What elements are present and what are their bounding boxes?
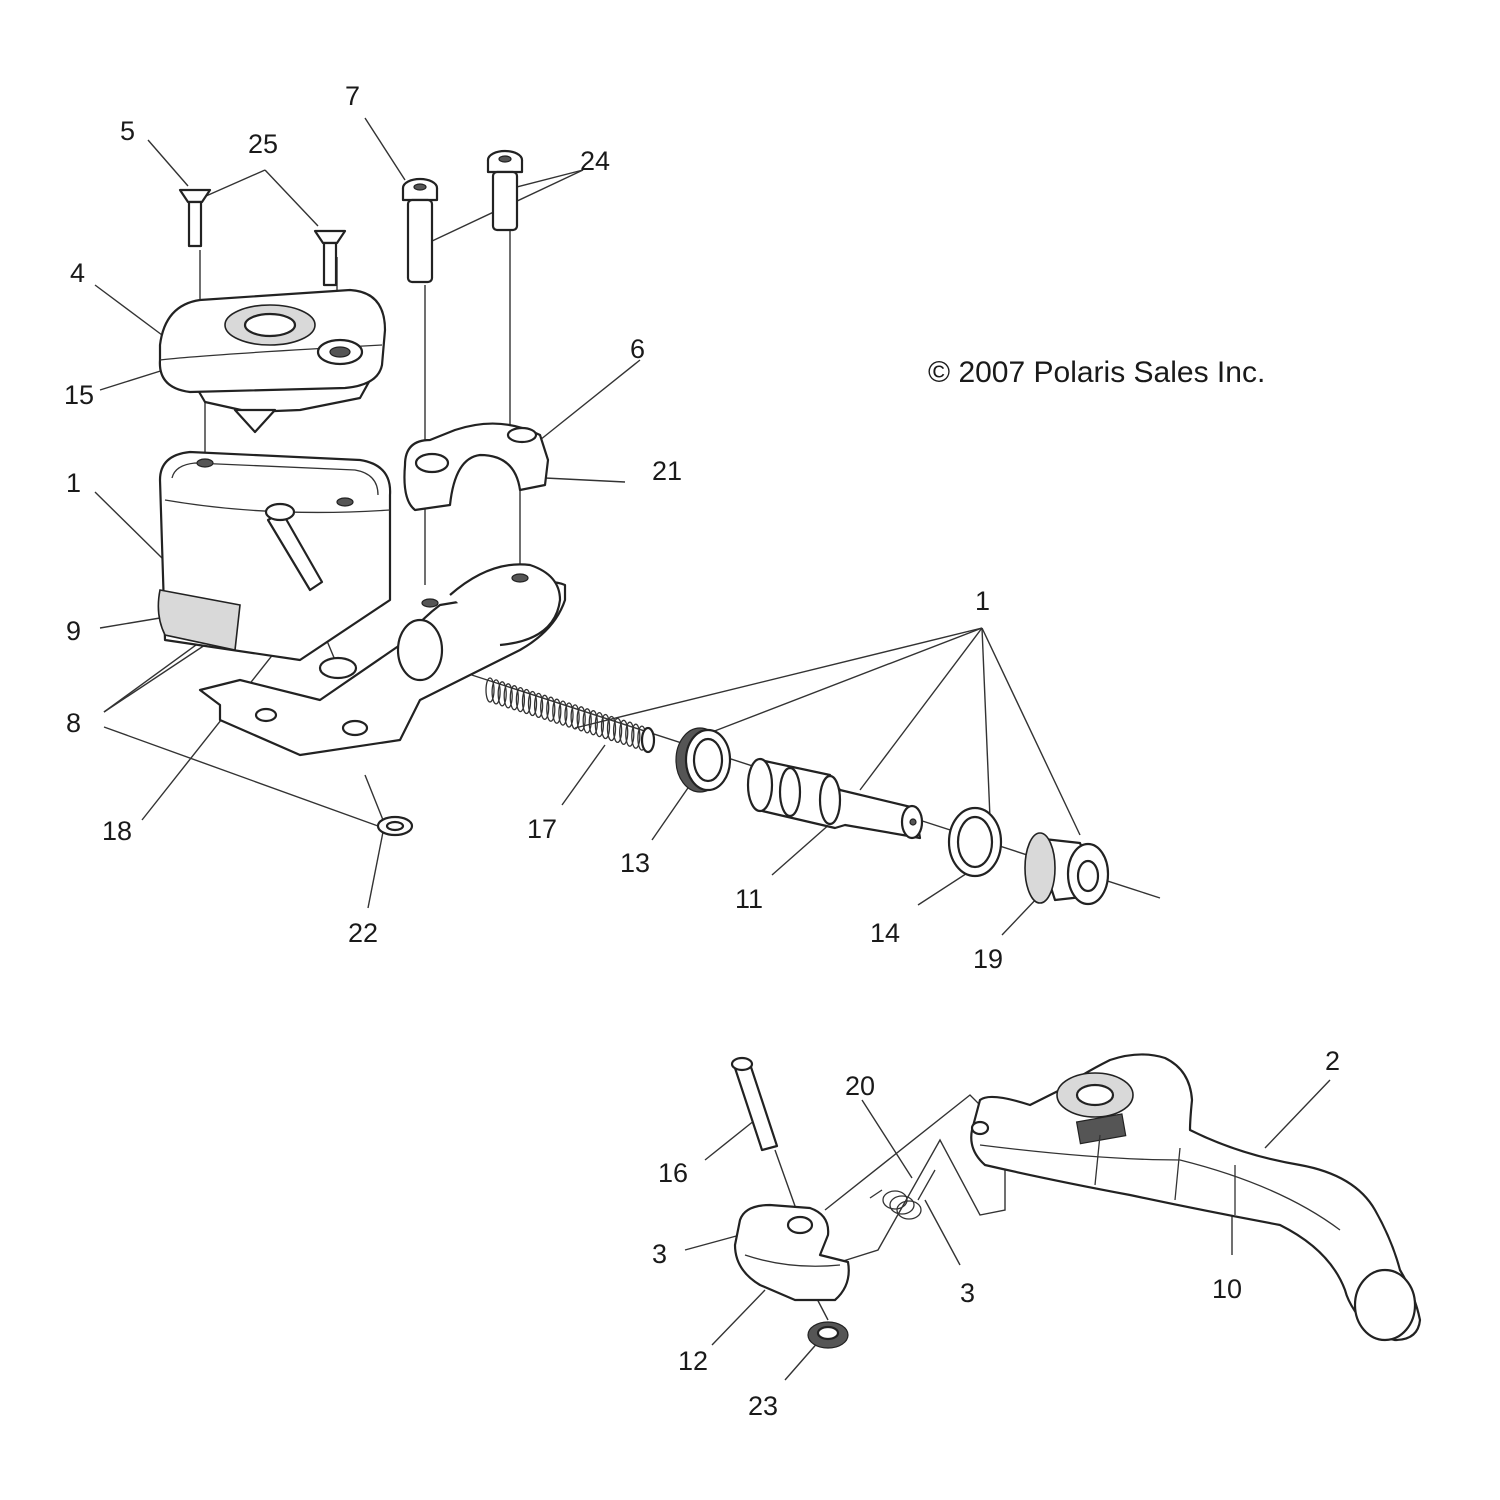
spring-coil	[582, 708, 592, 734]
piston	[746, 757, 924, 840]
callout-8: 8	[66, 708, 81, 738]
callout-6: 6	[630, 334, 645, 364]
spring-coil	[625, 721, 635, 747]
spring-coil	[491, 679, 501, 705]
callout-2: 2	[1325, 1046, 1340, 1076]
lever-spring	[869, 1169, 936, 1220]
spring-coil	[606, 715, 617, 742]
countersunk-screw-left	[178, 188, 212, 248]
callout-23: 23	[748, 1391, 778, 1421]
circlip	[376, 815, 414, 837]
callout-5: 5	[120, 116, 135, 146]
spring-coil	[546, 696, 556, 722]
spring-coil	[552, 698, 562, 724]
callout-17: 17	[527, 814, 557, 844]
callout-25: 25	[248, 129, 278, 159]
master-cylinder-body	[157, 450, 567, 757]
primary-seal	[675, 727, 732, 793]
copyright-notice: © 2007 Polaris Sales Inc.	[928, 356, 1265, 389]
dust-boot	[1024, 832, 1110, 906]
spring-coil	[570, 704, 580, 730]
callout-9: 9	[66, 616, 81, 646]
reservoir-cover	[158, 288, 387, 434]
brake-lever	[970, 1053, 1422, 1342]
callout-10: 10	[1212, 1274, 1242, 1304]
callout-1-body: 1	[66, 468, 81, 498]
spring-end	[640, 726, 656, 754]
callout-1-kit: 1	[975, 586, 990, 616]
callout-16: 16	[658, 1158, 688, 1188]
spring-coil	[515, 686, 526, 713]
callout-13: 13	[620, 848, 650, 878]
spring-coil	[564, 702, 574, 728]
callout-15: 15	[64, 380, 94, 410]
callout-24: 24	[580, 146, 610, 176]
spring-coil	[631, 723, 641, 749]
callout-21: 21	[652, 456, 682, 486]
washer	[947, 806, 1003, 878]
lever-pivot-pin	[730, 1056, 779, 1152]
callout-20: 20	[845, 1071, 875, 1101]
callout-18: 18	[102, 816, 132, 846]
callout-22: 22	[348, 918, 378, 948]
reservoir-pin	[264, 502, 324, 592]
clamp-bolt-left	[401, 177, 439, 284]
return-spring	[485, 677, 656, 754]
countersunk-screw-right	[313, 229, 347, 287]
spring-coil	[485, 677, 495, 703]
spring-coil	[533, 692, 544, 719]
clamp-bolt-right	[486, 149, 524, 232]
spring-coil	[576, 706, 586, 732]
spring-coil	[509, 685, 519, 711]
callout-12: 12	[678, 1346, 708, 1376]
spring-coil	[497, 681, 507, 707]
spring-coil	[521, 688, 532, 715]
callout-3-spring: 3	[960, 1278, 975, 1308]
lever-adjuster-block	[733, 1203, 850, 1302]
callout-14: 14	[870, 918, 900, 948]
spring-coil	[503, 683, 513, 709]
spring-coil	[540, 694, 550, 720]
callout-3-block: 3	[652, 1239, 667, 1269]
spring-coil	[588, 710, 598, 736]
callout-19: 19	[973, 944, 1003, 974]
lock-nut	[807, 1321, 849, 1349]
spring-coil	[600, 713, 611, 740]
callout-labels: 5 25 7 24 4 15 6 21 1 9 8 18 22 1 17 13 …	[64, 81, 1340, 1421]
callout-11: 11	[735, 884, 763, 914]
callout-4: 4	[70, 258, 85, 288]
spring-coil	[558, 700, 568, 726]
spring-coil	[619, 719, 629, 745]
spring-coil	[594, 711, 605, 738]
spring-coil	[527, 690, 538, 717]
handlebar-clamp	[403, 422, 550, 512]
callout-7: 7	[345, 81, 360, 111]
spring-coil	[612, 717, 623, 744]
